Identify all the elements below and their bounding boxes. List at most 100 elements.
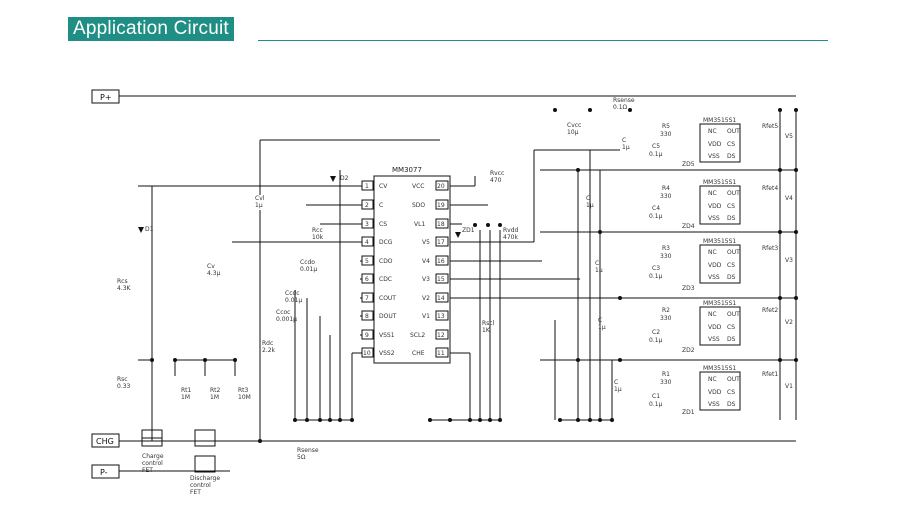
cell-ic-pin-text: NC VDD VSS OUT CS DS NC VDD VSS OUT CS D… <box>708 128 740 408</box>
svg-text:VSS: VSS <box>708 401 720 408</box>
pin-number: 20 <box>437 183 445 190</box>
pin-name: V2 <box>422 295 430 302</box>
pin-name: DOUT <box>379 313 397 320</box>
left-wiring <box>138 139 440 441</box>
pin-name: DCG <box>379 239 393 246</box>
pin-name: CDO <box>379 258 393 265</box>
pin-number: 19 <box>437 202 445 209</box>
charge-control-fet <box>141 429 163 447</box>
pin-name: C <box>379 202 383 209</box>
pin-number: 9 <box>365 332 369 339</box>
cell-blocks-frame <box>540 110 797 420</box>
pin-number: 10 <box>363 350 371 357</box>
cell-ic-label: MM3515S1 <box>703 117 736 124</box>
svg-text:C3: C3 <box>652 265 660 272</box>
svg-text:Rfet4: Rfet4 <box>762 185 778 192</box>
cell-ic-labels: MM3515S1 MM3515S1 MM3515S1 MM3515S1 MM35… <box>703 117 736 372</box>
svg-text:OUT: OUT <box>727 249 740 256</box>
svg-text:V4: V4 <box>785 195 793 202</box>
svg-text:ZD1: ZD1 <box>682 409 695 416</box>
pin-number: 6 <box>365 276 369 283</box>
pin-name: CV <box>379 183 388 190</box>
pin-number: 4 <box>365 239 369 246</box>
pin-name: CDC <box>379 276 392 283</box>
pin-name: V5 <box>422 239 430 246</box>
terminal-p-plus-box <box>91 89 120 104</box>
main-ic-left-pin-text: 1 2 3 4 5 6 7 8 9 10 CV C CS DCG CDO CDC… <box>363 183 397 357</box>
svg-text:OUT: OUT <box>727 128 740 135</box>
svg-text:Rfet5: Rfet5 <box>762 123 778 130</box>
pin-number: 16 <box>437 258 445 265</box>
pin-name: V1 <box>422 313 430 320</box>
svg-text:OUT: OUT <box>727 376 740 383</box>
svg-text:DS: DS <box>727 336 736 343</box>
main-ic-label: MM3077 <box>392 166 422 174</box>
pin-name: VSS2 <box>379 350 395 357</box>
svg-text:330: 330 <box>660 193 672 200</box>
svg-text:330: 330 <box>660 379 672 386</box>
cell-ic-label: MM3515S1 <box>703 179 736 186</box>
svg-text:VSS: VSS <box>708 274 720 281</box>
pin-name: SCL2 <box>410 332 425 339</box>
svg-text:VDD: VDD <box>708 389 722 396</box>
svg-text:NC: NC <box>708 376 717 383</box>
junction-dots <box>150 108 798 443</box>
pin-number: 13 <box>437 313 445 320</box>
svg-text:R2: R2 <box>662 307 670 314</box>
title-bar: Application Circuit <box>68 17 828 43</box>
svg-text:0.1μ: 0.1μ <box>649 151 663 158</box>
svg-text:OUT: OUT <box>727 190 740 197</box>
svg-text:R5: R5 <box>662 123 670 130</box>
svg-text:C4: C4 <box>652 205 660 212</box>
pin-name: COUT <box>379 295 396 302</box>
pin-name: VSS1 <box>379 332 395 339</box>
svg-text:CS: CS <box>727 141 735 148</box>
svg-text:NC: NC <box>708 249 717 256</box>
svg-text:V5: V5 <box>785 133 793 140</box>
svg-text:D1: D1 <box>145 226 154 233</box>
pin-name: VL1 <box>414 221 425 228</box>
svg-text:Rfet2: Rfet2 <box>762 307 778 314</box>
cell-sense-wires <box>450 149 796 420</box>
svg-text:R1: R1 <box>662 371 670 378</box>
svg-text:0.1μ: 0.1μ <box>649 337 663 344</box>
diode-symbols <box>138 176 461 238</box>
pin-number: 18 <box>437 221 445 228</box>
svg-text:DS: DS <box>727 274 736 281</box>
discharge-control-fet <box>194 429 216 473</box>
terminal-p-minus-label: P- <box>100 468 108 477</box>
pin-number: 2 <box>365 202 369 209</box>
pin-number: 7 <box>365 295 369 302</box>
cell-ic-label: MM3515S1 <box>703 238 736 245</box>
cell-ic-label: MM3515S1 <box>703 300 736 307</box>
main-ic-right-pin-text: VCC SDO VL1 V5 V4 V3 V2 V1 SCL2 CHE 20 1… <box>410 183 445 357</box>
svg-text:ZD1: ZD1 <box>462 227 475 234</box>
svg-text:Rfet3: Rfet3 <box>762 245 778 252</box>
pin-number: 8 <box>365 313 369 320</box>
svg-text:330: 330 <box>660 315 672 322</box>
svg-text:C5: C5 <box>652 143 660 150</box>
svg-text:330: 330 <box>660 253 672 260</box>
pin-name: V4 <box>422 258 430 265</box>
svg-text:VSS: VSS <box>708 215 720 222</box>
pin-name: CHE <box>412 350 425 357</box>
svg-text:OUT: OUT <box>727 311 740 318</box>
svg-text:ZD4: ZD4 <box>682 223 695 230</box>
pin-name: SDO <box>412 202 425 209</box>
